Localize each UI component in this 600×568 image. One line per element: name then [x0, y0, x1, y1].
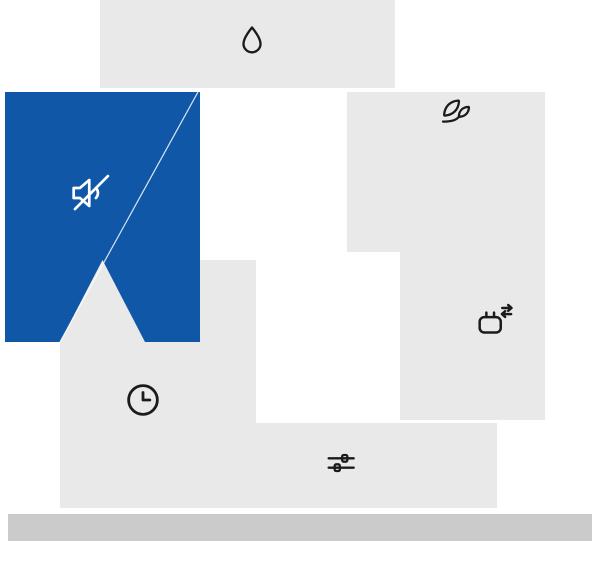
ribbon-shape — [5, 92, 200, 342]
speaker-mute-icon — [65, 167, 117, 219]
bottom-bar — [8, 514, 592, 541]
panel-right-column — [400, 92, 545, 420]
panel-top — [100, 0, 395, 88]
blue-ribbon — [5, 92, 200, 342]
plug-swap-arrows-icon — [472, 298, 518, 344]
clock-icon — [122, 379, 164, 421]
options-sliders-icon — [321, 443, 361, 483]
leaf-icon — [435, 92, 477, 134]
water-drop-icon — [232, 22, 272, 62]
panel-bottom — [200, 423, 497, 508]
